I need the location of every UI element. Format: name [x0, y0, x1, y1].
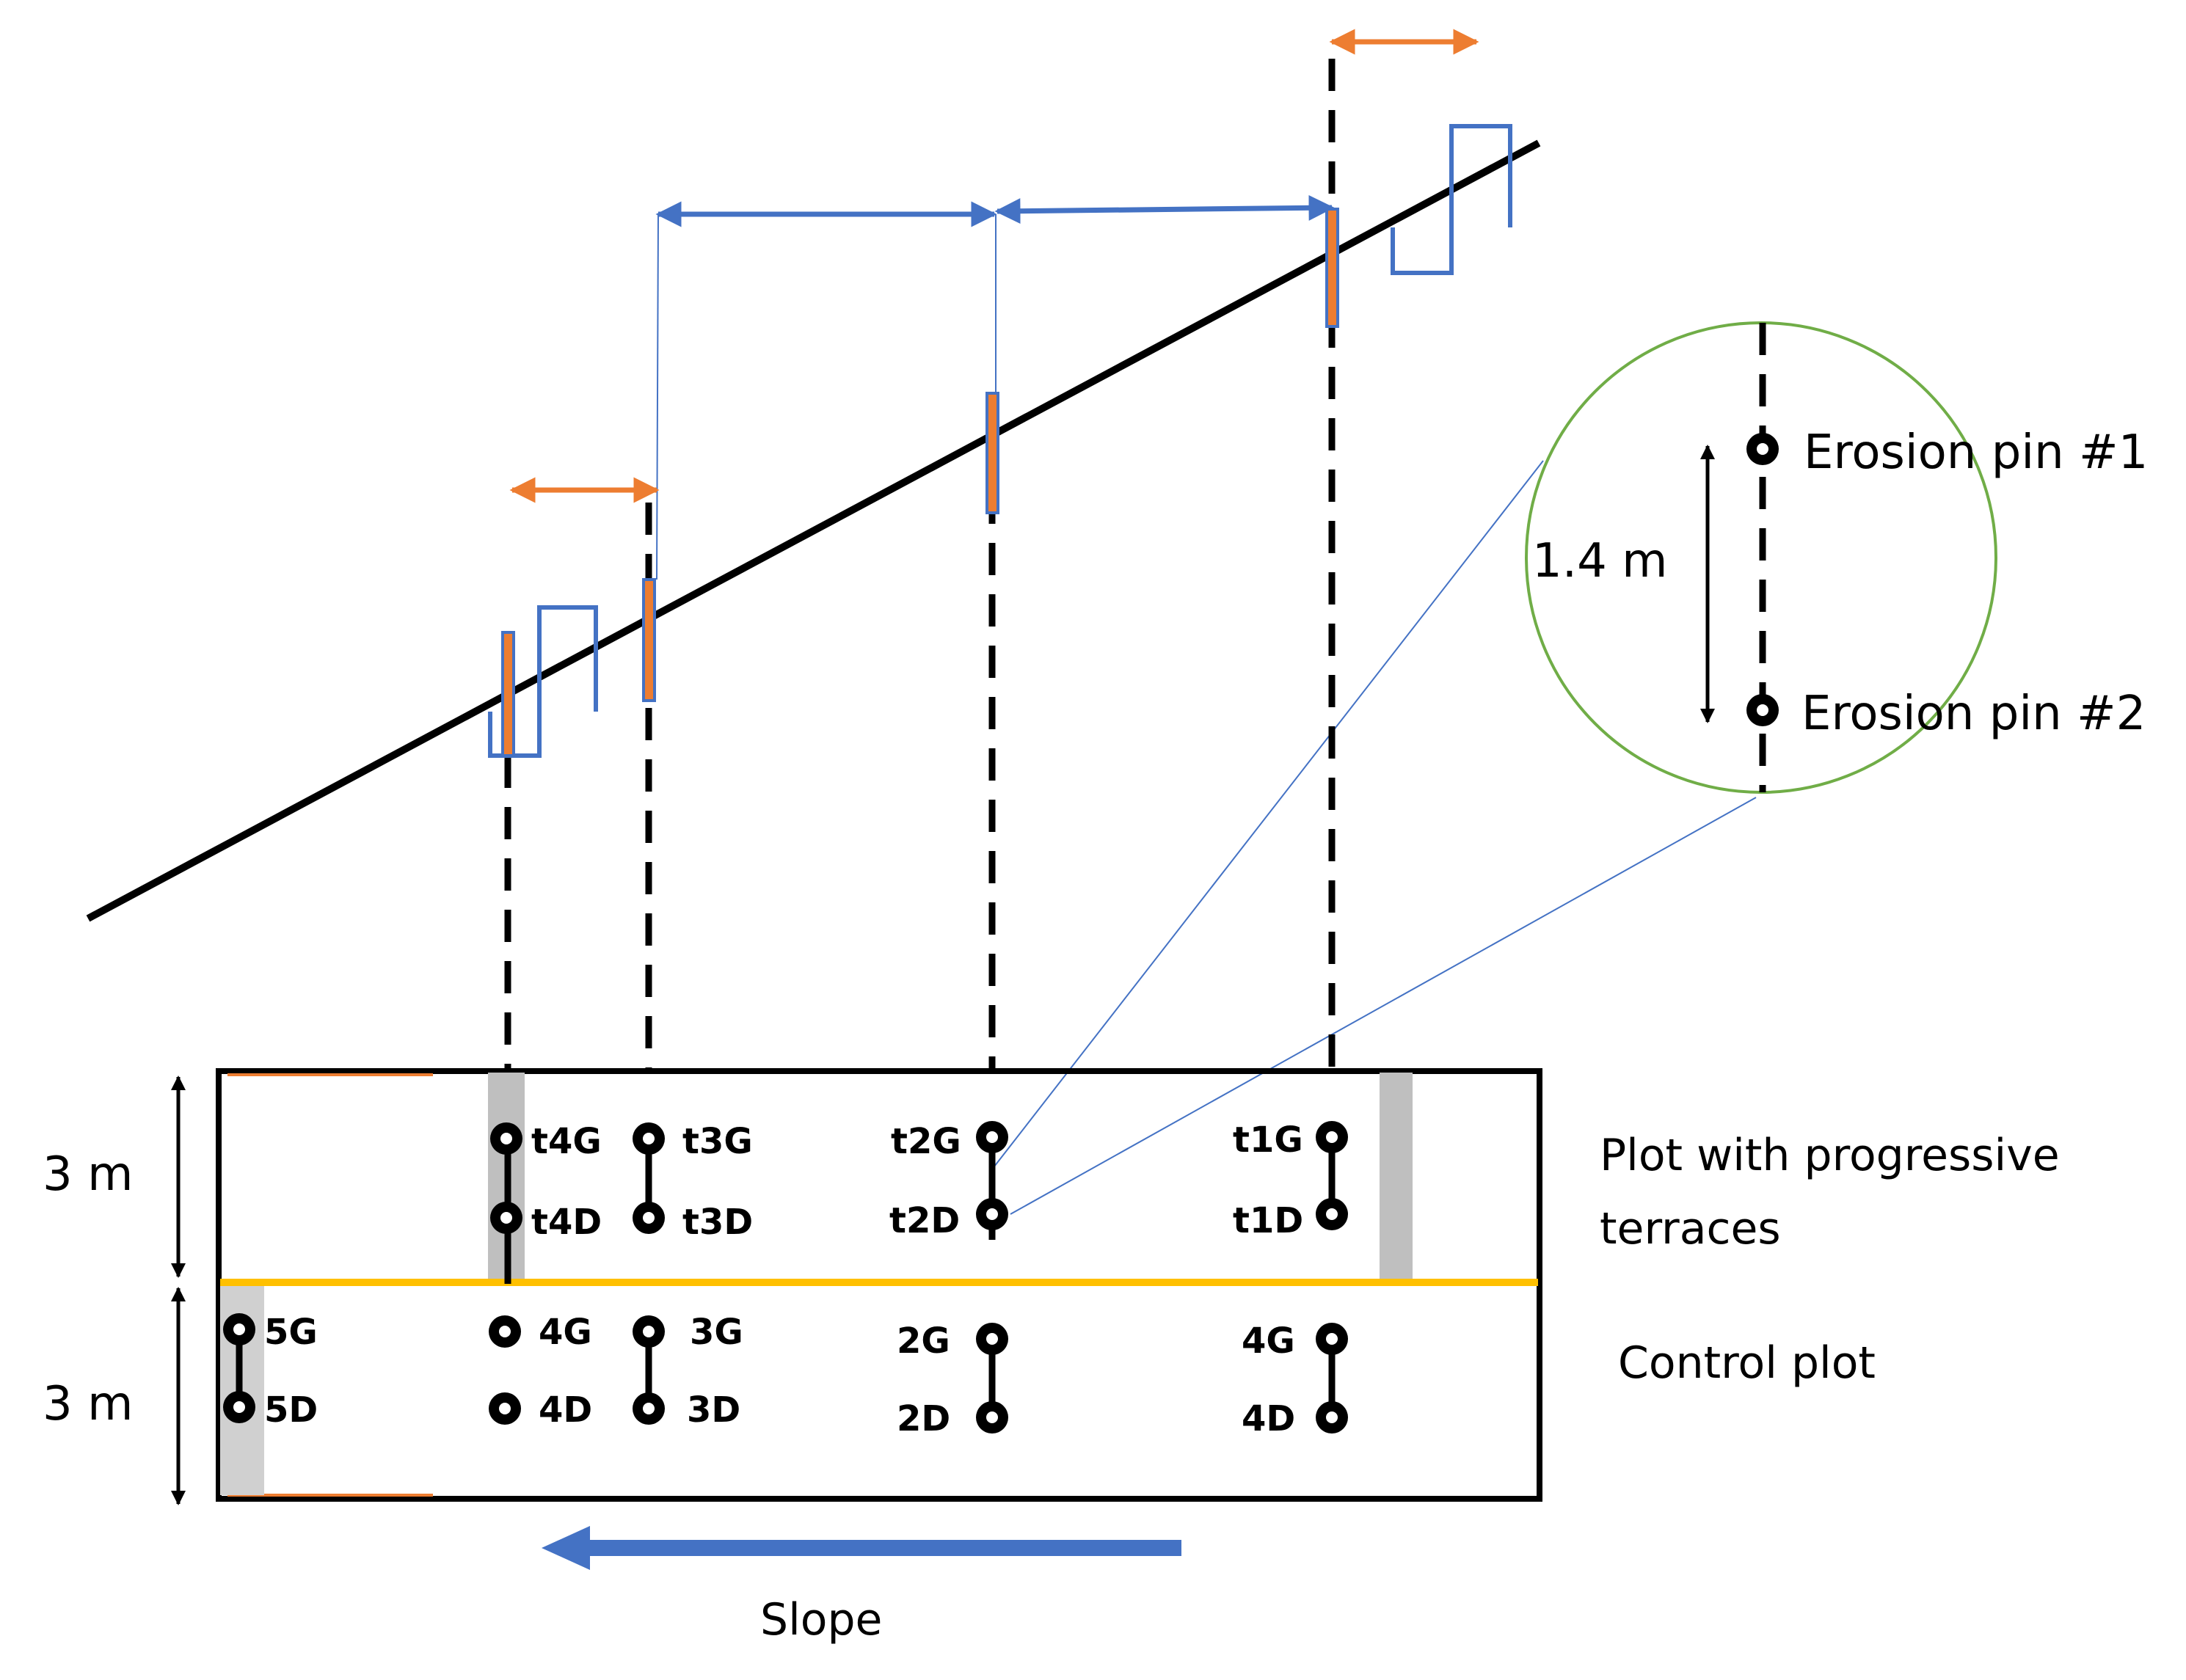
pin-t1D	[1316, 1198, 1348, 1230]
label-3D: 3D	[687, 1389, 740, 1431]
label-t1G: t1G	[1233, 1120, 1303, 1161]
pin-3D	[633, 1392, 665, 1425]
upper-plot-name-line1: Plot with progressive	[1600, 1130, 2060, 1181]
slope-pin-3	[642, 578, 656, 702]
plot-border	[216, 1068, 1542, 1502]
terrace-strip-right	[1380, 1073, 1413, 1282]
label-4D: 4D	[539, 1389, 592, 1431]
terrace-width-arrows	[509, 29, 1479, 503]
pin-4G	[489, 1315, 521, 1348]
pin-3G	[633, 1315, 665, 1348]
label-5D: 5D	[264, 1389, 318, 1431]
pin-2G	[976, 1323, 1008, 1355]
lower-plot-pins	[223, 1313, 1348, 1434]
lower-height-label: 3 m	[43, 1377, 133, 1431]
label-t4G: t4G	[531, 1121, 602, 1162]
label-t2G: t2G	[891, 1121, 961, 1162]
terrace-profiles	[488, 124, 1512, 758]
slope-pin-1	[1325, 208, 1339, 328]
label-1D: 4D	[1242, 1398, 1295, 1439]
pin-4D	[489, 1392, 521, 1425]
slope-ground-line	[86, 139, 1541, 922]
label-t3G: t3G	[682, 1121, 753, 1162]
label-2D: 2D	[897, 1398, 950, 1439]
label-2G: 2G	[897, 1321, 950, 1362]
label-t3D: t3D	[682, 1202, 753, 1243]
upper-plot-pins	[490, 1121, 1348, 1234]
terrace-profile-lower	[488, 605, 598, 758]
label-t1D: t1D	[1233, 1200, 1303, 1241]
label-5G: 5G	[264, 1312, 318, 1353]
pin-t2G	[976, 1121, 1008, 1153]
zoom-pin-2	[1746, 694, 1779, 726]
pin-2D	[976, 1401, 1008, 1434]
pin-t4G	[490, 1122, 522, 1155]
terrace-profile-upper	[1391, 124, 1512, 275]
erosion-pin-2-label: Erosion pin #2	[1801, 687, 2146, 741]
pin-spacing-label: 1.4 m	[1532, 534, 1667, 588]
pin-1G	[1316, 1323, 1348, 1355]
slope-direction-arrow	[542, 1526, 1181, 1570]
label-3G: 3G	[690, 1312, 743, 1353]
pin-5G	[223, 1313, 255, 1345]
slope-label: Slope	[760, 1594, 882, 1646]
slope-pin-4	[501, 631, 515, 757]
label-t4D: t4D	[531, 1202, 602, 1243]
pin-t1G	[1316, 1121, 1348, 1153]
pin-t3D	[633, 1202, 665, 1234]
upper-plot-name-line2: terraces	[1600, 1203, 1781, 1254]
terrace-spacing-arrows	[655, 194, 1335, 580]
spacing-arrow-2-1	[994, 194, 1335, 224]
slope-pin-markers	[501, 208, 1339, 757]
control-plot-name: Control plot	[1618, 1337, 1876, 1389]
upper-height-label: 3 m	[43, 1147, 133, 1202]
pin-t4D	[490, 1202, 522, 1234]
label-t2D: t2D	[889, 1200, 960, 1241]
slope-pin-2	[985, 392, 999, 514]
pin-1D	[1316, 1401, 1348, 1434]
zoom-pin-1	[1746, 433, 1779, 465]
plot-map: t4G t4D t3G t3D t2G t2D t1G t1D 5G 5D 4G…	[216, 1068, 1542, 1502]
zoom-connector-lines	[994, 460, 1757, 1215]
pin-t2D	[976, 1198, 1008, 1230]
erosion-pin-1-label: Erosion pin #1	[1804, 426, 2148, 480]
label-1G: 4G	[1242, 1321, 1295, 1362]
zoom-detail: 1.4 m Erosion pin #1 Erosion pin #2	[1525, 321, 2148, 794]
pin-t3G	[633, 1122, 665, 1155]
pin-5D	[223, 1391, 255, 1423]
label-4G: 4G	[539, 1312, 592, 1353]
